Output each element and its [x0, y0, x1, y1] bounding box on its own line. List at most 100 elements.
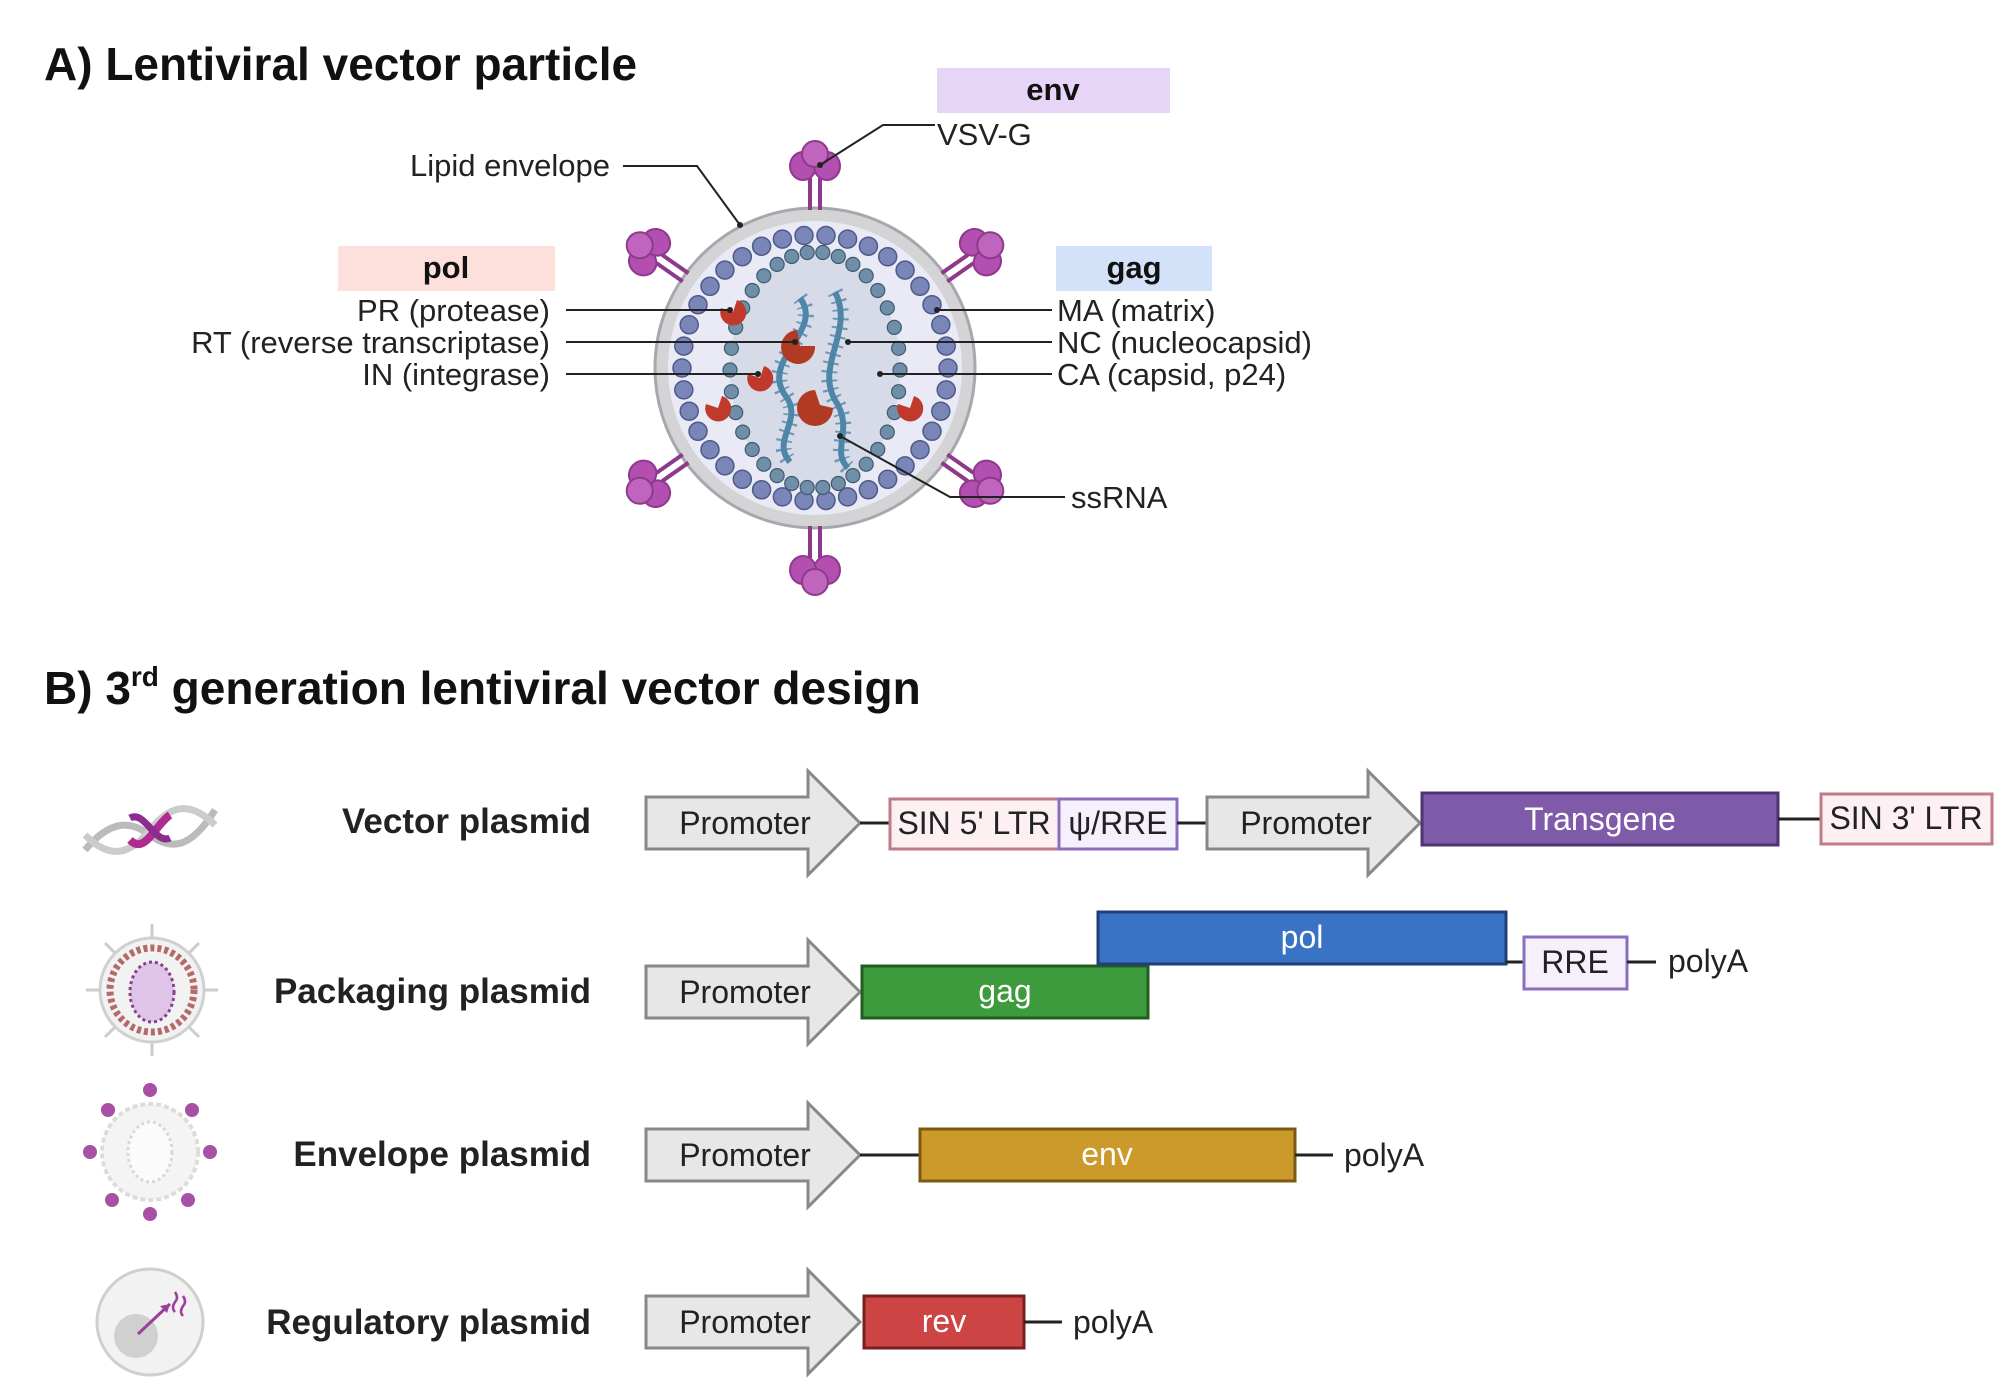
capsid-protein	[845, 256, 861, 272]
psi-rre-label: ψ/RRE	[1068, 805, 1167, 841]
sin-3-ltr-box	[1819, 792, 1994, 846]
transgene-label: Transgene	[1524, 801, 1676, 837]
matrix-protein	[715, 260, 735, 280]
pol-header-box	[338, 246, 555, 291]
capsid-protein	[858, 268, 874, 284]
matrix-protein	[936, 380, 956, 400]
vsvg-glycoprotein	[788, 524, 842, 597]
promoter-label: Promoter	[679, 805, 811, 841]
vector-plasmid-label: Vector plasmid	[342, 802, 591, 841]
lipid-envelope-label: Lipid envelope	[410, 148, 610, 183]
sin-5-ltr-box	[888, 797, 1061, 851]
gag-label: gag	[978, 973, 1031, 1009]
matrix-protein	[794, 225, 814, 246]
sin-3-ltr-label: SIN 3' LTR	[1829, 800, 1982, 836]
matrix-protein	[772, 229, 793, 249]
pol-label: pol	[1281, 919, 1324, 955]
virus-packaging-icon	[86, 924, 218, 1056]
env-header-box	[937, 68, 1170, 113]
rev-label: rev	[922, 1303, 966, 1339]
sin-5-ltr-label: SIN 5' LTR	[897, 805, 1050, 841]
polya-label: polyA	[1668, 943, 1749, 979]
virus-envelope-icon	[83, 1083, 217, 1221]
capsid-protein	[723, 384, 740, 400]
matrix-protein	[772, 487, 793, 507]
capsid-protein	[890, 340, 907, 356]
virus-particle	[612, 139, 1018, 597]
envelope-plasmid-label: Envelope plasmid	[293, 1135, 591, 1174]
matrix-protein	[674, 380, 694, 400]
capsid-protein	[769, 468, 785, 484]
integrase-label: IN (integrase)	[362, 357, 550, 392]
matrix-protein	[837, 229, 858, 249]
capsid-protein	[845, 468, 861, 484]
promoter-label: Promoter	[1240, 805, 1372, 841]
cell-regulatory-icon	[95, 1267, 205, 1377]
env-header: env	[1026, 72, 1080, 107]
matrix-protein	[751, 236, 772, 256]
gag-header: gag	[1106, 250, 1161, 285]
capsid-protein	[879, 300, 895, 316]
capsid-protein	[744, 441, 760, 458]
rev-box	[862, 1294, 1026, 1350]
capsid-label: CA (capsid, p24)	[1057, 357, 1286, 392]
vsvg-glycoprotein	[788, 139, 842, 212]
reverse-transcriptase-label: RT (reverse transcriptase)	[191, 325, 550, 360]
matrix-protein	[858, 480, 879, 500]
title-superscript: rd	[131, 661, 159, 692]
capsid-protein	[784, 475, 800, 492]
capsid-protein	[756, 456, 772, 472]
capsid-protein	[769, 256, 785, 272]
capsid-layer	[722, 244, 908, 496]
gag-box	[860, 964, 1150, 1020]
matrix-protein	[700, 276, 720, 297]
capsid-protein	[744, 282, 760, 299]
panel-a-title: A) Lentiviral vector particle	[44, 38, 637, 90]
capsid-protein	[886, 319, 902, 335]
matrix-protein	[910, 439, 930, 460]
capsid-protein	[784, 248, 800, 265]
psi-rre-box	[1057, 797, 1179, 851]
matrix-label: MA (matrix)	[1057, 293, 1215, 328]
reverse-transcriptase	[781, 330, 816, 364]
ssrna-label: ssRNA	[1071, 480, 1168, 515]
promoter-arrow	[644, 1099, 863, 1211]
capsid-protein	[799, 244, 815, 261]
gag-header-box	[1056, 246, 1212, 291]
regulatory-plasmid-label: Regulatory plasmid	[266, 1303, 591, 1342]
panel-b-title: B) 3rd generation lentiviral vector desi…	[44, 661, 921, 714]
promoter-arrow	[644, 767, 863, 879]
capsid-protein	[815, 479, 831, 496]
rna-strands	[771, 288, 855, 474]
matrix-protein	[674, 336, 694, 356]
capsid-protein	[830, 475, 846, 492]
matrix-protein	[700, 439, 720, 460]
env-box	[918, 1127, 1297, 1183]
capsid-protein	[723, 340, 740, 356]
polya-label: polyA	[1344, 1137, 1425, 1173]
capsid-core	[730, 252, 900, 488]
dna-helix-icon	[82, 805, 218, 855]
capsid-protein	[815, 244, 831, 261]
reverse-transcriptase	[797, 390, 833, 426]
promoter-arrow	[644, 1266, 863, 1378]
matrix-protein	[837, 487, 858, 507]
matrix-protein	[679, 315, 699, 335]
polya-label: polyA	[1073, 1304, 1154, 1340]
matrix-protein	[877, 469, 898, 490]
rre-box	[1522, 935, 1629, 991]
promoter-label: Promoter	[679, 1304, 811, 1340]
matrix-protein	[751, 480, 772, 500]
transgene-box	[1420, 791, 1780, 847]
matrix-protein	[938, 358, 958, 378]
matrix-protein	[858, 236, 879, 256]
pol-box	[1096, 910, 1508, 966]
vsvg-label: VSV-G	[937, 117, 1032, 152]
capsid-protein	[830, 248, 846, 265]
packaging-plasmid-label: Packaging plasmid	[274, 972, 591, 1011]
capsid-protein	[799, 479, 815, 496]
matrix-protein	[715, 456, 735, 476]
env-label: env	[1081, 1136, 1133, 1172]
promoter-arrow	[1205, 767, 1423, 879]
